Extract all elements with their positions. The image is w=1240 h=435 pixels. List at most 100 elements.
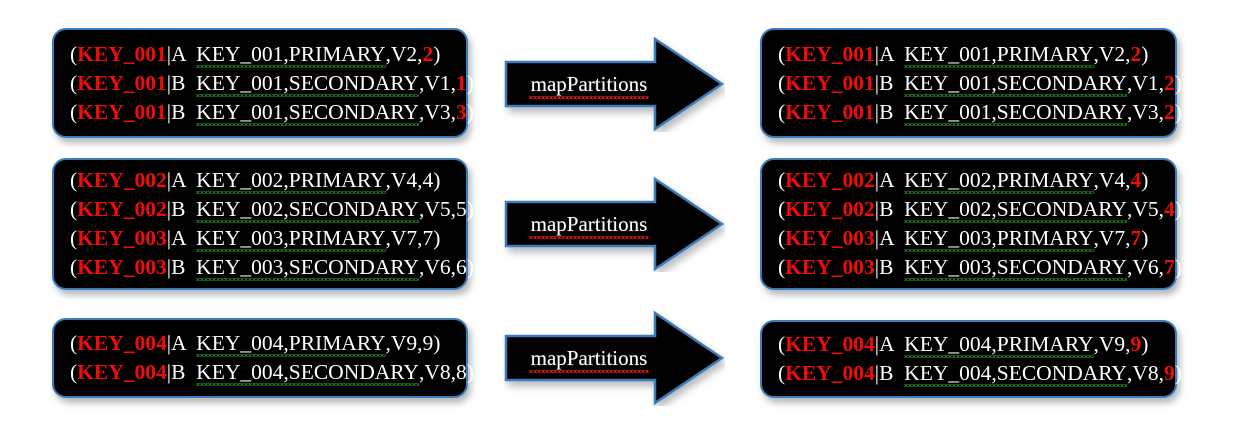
record-gap xyxy=(185,331,196,355)
record-close-paren: ) xyxy=(466,197,474,221)
input-partition-box-1: (KEY_001|A KEY_001,PRIMARY,V2,2)(KEY_001… xyxy=(52,28,474,138)
record-open-paren: ( xyxy=(70,197,78,221)
record-tag: A xyxy=(171,41,186,66)
record-separator-bar: | xyxy=(874,255,880,279)
record-open-paren: ( xyxy=(778,361,786,385)
record-close-paren: ) xyxy=(466,99,474,124)
record-payload-underlined: KEY_001,SECONDARY xyxy=(196,69,419,98)
record-tag: A xyxy=(879,226,894,250)
record-payload-underlined: KEY_002,PRIMARY xyxy=(196,166,386,195)
maparrow-2[interactable]: mapPartitions xyxy=(503,176,725,272)
maparrow-3[interactable]: mapPartitions xyxy=(503,310,725,406)
record-tag: A xyxy=(879,41,894,66)
record-open-paren: ( xyxy=(778,226,786,250)
record-open-paren: ( xyxy=(778,99,786,124)
input-partition-box-2: (KEY_002|A KEY_002,PRIMARY,V4,4)(KEY_002… xyxy=(52,158,474,290)
output-partition-box-3: (KEY_004|A KEY_004,PRIMARY,V9,9)(KEY_004… xyxy=(760,320,1182,398)
record-separator-bar: | xyxy=(874,99,880,124)
record-partition-key: KEY_002 xyxy=(77,197,167,221)
partition-record-row: (KEY_002|B KEY_002,SECONDARY,V5,5) xyxy=(70,195,474,224)
record-close-paren: ) xyxy=(466,70,474,95)
record-highlight-number: 7 xyxy=(1163,255,1175,279)
partition-record-row: (KEY_004|B KEY_004,SECONDARY,V8,9) xyxy=(778,359,1182,388)
record-partition-key: KEY_003 xyxy=(785,226,875,250)
record-open-paren: ( xyxy=(70,255,78,279)
record-gap xyxy=(185,100,196,124)
record-payload-rest: ,V3, xyxy=(418,99,456,124)
record-separator-bar: | xyxy=(166,331,172,355)
record-payload-underlined: KEY_003,PRIMARY xyxy=(904,224,1094,253)
partition-record-row: (KEY_002|A KEY_002,PRIMARY,V4,4) xyxy=(778,166,1175,195)
record-gap xyxy=(893,42,904,66)
record-open-paren: ( xyxy=(778,41,786,66)
partition-record-row: (KEY_001|A KEY_001,PRIMARY,V2,2) xyxy=(70,40,466,69)
record-payload-rest: ,V9, xyxy=(1093,332,1131,356)
record-close-paren: ) xyxy=(1141,168,1149,192)
record-open-paren: ( xyxy=(70,360,78,384)
record-partition-key: KEY_003 xyxy=(77,255,167,279)
record-tag: B xyxy=(171,99,186,124)
record-partition-key: KEY_003 xyxy=(785,255,875,279)
record-gap xyxy=(185,360,196,384)
arrow-shape-1 xyxy=(504,36,725,132)
record-payload-underlined: KEY_001,SECONDARY xyxy=(904,69,1127,98)
record-open-paren: ( xyxy=(778,197,786,221)
record-close-paren: ) xyxy=(1174,255,1182,279)
record-partition-key: KEY_004 xyxy=(77,360,167,384)
record-highlight-number: 9 xyxy=(1130,332,1142,356)
record-partition-key: KEY_001 xyxy=(785,99,875,124)
record-separator-bar: | xyxy=(166,226,172,250)
record-close-paren: ) xyxy=(466,360,474,384)
record-payload-underlined: KEY_004,SECONDARY xyxy=(196,358,419,387)
record-tag: B xyxy=(879,99,894,124)
record-gap xyxy=(893,226,904,250)
record-close-paren: ) xyxy=(433,41,441,66)
record-highlight-number: 2 xyxy=(1163,99,1175,124)
record-payload-rest: ,V7,7 xyxy=(385,226,434,250)
record-partition-key: KEY_004 xyxy=(77,331,167,355)
partition-record-row: (KEY_003|B KEY_003,SECONDARY,V6,7) xyxy=(778,253,1182,282)
record-separator-bar: | xyxy=(166,197,172,221)
partition-record-row: (KEY_004|A KEY_004,PRIMARY,V9,9) xyxy=(70,329,466,358)
record-tag: B xyxy=(171,70,186,95)
record-partition-key: KEY_001 xyxy=(77,99,167,124)
record-payload-rest: ,V4, xyxy=(1093,168,1131,192)
record-close-paren: ) xyxy=(466,255,474,279)
record-tag: B xyxy=(171,197,186,221)
record-gap xyxy=(893,100,904,124)
record-highlight-number: 9 xyxy=(1163,361,1175,385)
output-partition-box-1: (KEY_001|A KEY_001,PRIMARY,V2,2)(KEY_001… xyxy=(760,28,1182,138)
record-payload-rest: ,V6,6 xyxy=(418,255,467,279)
record-payload-underlined: KEY_001,PRIMARY xyxy=(904,40,1094,69)
record-payload-rest: ,V9,9 xyxy=(385,331,434,355)
partition-record-row: (KEY_003|A KEY_003,PRIMARY,V7,7) xyxy=(70,224,466,253)
partition-record-row: (KEY_001|B KEY_001,SECONDARY,V1,1) xyxy=(70,69,474,98)
record-separator-bar: | xyxy=(166,255,172,279)
record-payload-rest: ,V7, xyxy=(1093,226,1131,250)
record-separator-bar: | xyxy=(874,197,880,221)
record-gap xyxy=(185,168,196,192)
record-payload-rest: ,V8, xyxy=(1126,361,1164,385)
record-gap xyxy=(893,332,904,356)
record-tag: B xyxy=(879,70,894,95)
record-partition-key: KEY_004 xyxy=(785,332,875,356)
maparrow-1[interactable]: mapPartitions xyxy=(503,36,725,132)
record-payload-underlined: KEY_001,PRIMARY xyxy=(196,40,386,69)
record-payload-underlined: KEY_003,SECONDARY xyxy=(196,253,419,282)
record-tag: A xyxy=(171,331,186,355)
record-partition-key: KEY_001 xyxy=(785,70,875,95)
record-gap xyxy=(893,168,904,192)
record-payload-underlined: KEY_002,PRIMARY xyxy=(904,166,1094,195)
record-gap xyxy=(185,226,196,250)
record-partition-key: KEY_001 xyxy=(785,41,875,66)
record-gap xyxy=(893,361,904,385)
record-separator-bar: | xyxy=(874,332,880,356)
record-open-paren: ( xyxy=(70,99,78,124)
partition-record-row: (KEY_003|B KEY_003,SECONDARY,V6,6) xyxy=(70,253,474,282)
record-tag: A xyxy=(879,168,894,192)
record-payload-rest: ,V4,4 xyxy=(385,168,434,192)
record-tag: B xyxy=(171,360,186,384)
record-gap xyxy=(893,71,904,95)
record-tag: B xyxy=(171,255,186,279)
record-separator-bar: | xyxy=(166,99,172,124)
